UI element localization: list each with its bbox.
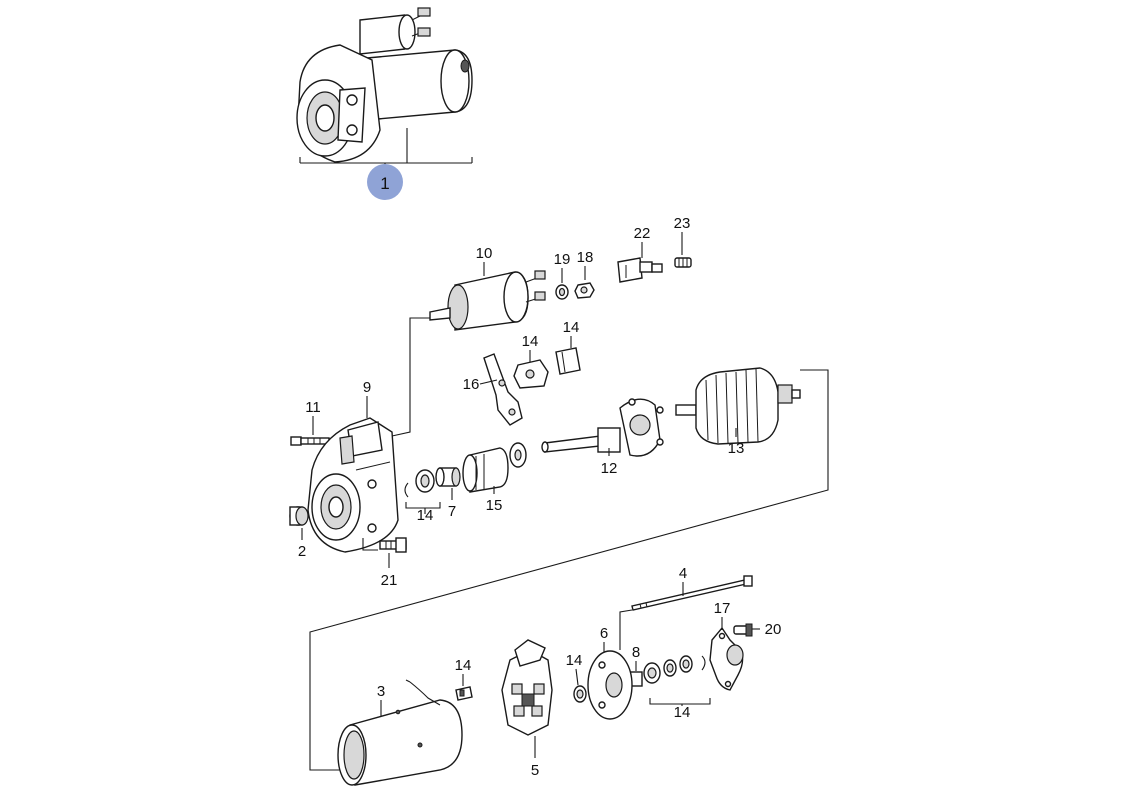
callout-10[interactable]: 10 [476, 245, 493, 262]
callout-6[interactable]: 6 [600, 625, 608, 642]
part-18-nut[interactable] [574, 282, 595, 299]
part-22-connector[interactable] [617, 257, 663, 283]
callout-14-b[interactable]: 14 [563, 319, 580, 336]
part-14-ring-set[interactable] [404, 469, 435, 498]
highlight-marker[interactable] [367, 164, 403, 200]
callout-22[interactable]: 22 [634, 225, 651, 242]
part-9-drive-housing[interactable] [307, 417, 399, 553]
callout-19[interactable]: 19 [554, 251, 571, 268]
part-20-screw[interactable] [733, 623, 753, 637]
part-10-solenoid[interactable] [429, 270, 546, 331]
callout-18[interactable]: 18 [577, 249, 594, 266]
part-1-starter-assembly[interactable]: 1 [296, 7, 473, 200]
part-4-through-bolt[interactable] [631, 575, 753, 611]
callout-2[interactable]: 2 [298, 543, 306, 560]
callout-14-f[interactable]: 14 [455, 657, 472, 674]
callout-21[interactable]: 21 [381, 572, 398, 589]
part-15-pinion-drive[interactable] [462, 442, 527, 493]
part-7-bushing[interactable] [435, 467, 461, 487]
part-14-block-b[interactable] [555, 347, 581, 375]
part-11-bolt[interactable] [290, 436, 330, 446]
callout-1[interactable]: 1 [380, 174, 389, 193]
part-14-washer-set[interactable] [643, 655, 706, 684]
callout-14-a[interactable]: 14 [522, 333, 539, 350]
part-23-screw[interactable] [674, 257, 692, 268]
callout-20[interactable]: 20 [765, 621, 782, 638]
part-2-bushing[interactable] [289, 506, 309, 526]
callout-4[interactable]: 4 [679, 565, 687, 582]
callout-3[interactable]: 3 [377, 683, 385, 700]
callout-13[interactable]: 13 [728, 440, 745, 457]
part-17-end-cap[interactable] [709, 626, 744, 691]
part-12-planetary-shaft[interactable] [541, 398, 664, 457]
callout-17[interactable]: 17 [714, 600, 731, 617]
part-16-lever[interactable] [483, 353, 523, 426]
part-14-block-f[interactable] [455, 686, 473, 701]
callout-9[interactable]: 9 [363, 379, 371, 396]
part-5-brush-holder[interactable] [501, 639, 553, 736]
part-6-end-plate[interactable] [587, 650, 633, 720]
callout-23[interactable]: 23 [674, 215, 691, 232]
callout-8[interactable]: 8 [632, 644, 640, 661]
part-13-armature[interactable] [675, 367, 801, 445]
part-14-ring-e[interactable] [573, 685, 587, 703]
callout-14-e[interactable]: 14 [566, 652, 583, 669]
callout-12[interactable]: 12 [601, 460, 618, 477]
callout-11[interactable]: 11 [305, 399, 321, 416]
callout-15[interactable]: 15 [486, 497, 503, 514]
part-3-field-frame[interactable] [337, 679, 463, 786]
callout-7[interactable]: 7 [448, 503, 456, 520]
callout-16[interactable]: 16 [463, 376, 480, 393]
part-14-clip-a[interactable] [513, 359, 549, 389]
part-19-washer[interactable] [555, 284, 569, 300]
part-21-bolt[interactable] [379, 537, 407, 553]
callout-14-c[interactable]: 14 [417, 507, 434, 524]
callout-5[interactable]: 5 [531, 762, 539, 779]
callout-14-d[interactable]: 14 [674, 704, 691, 721]
